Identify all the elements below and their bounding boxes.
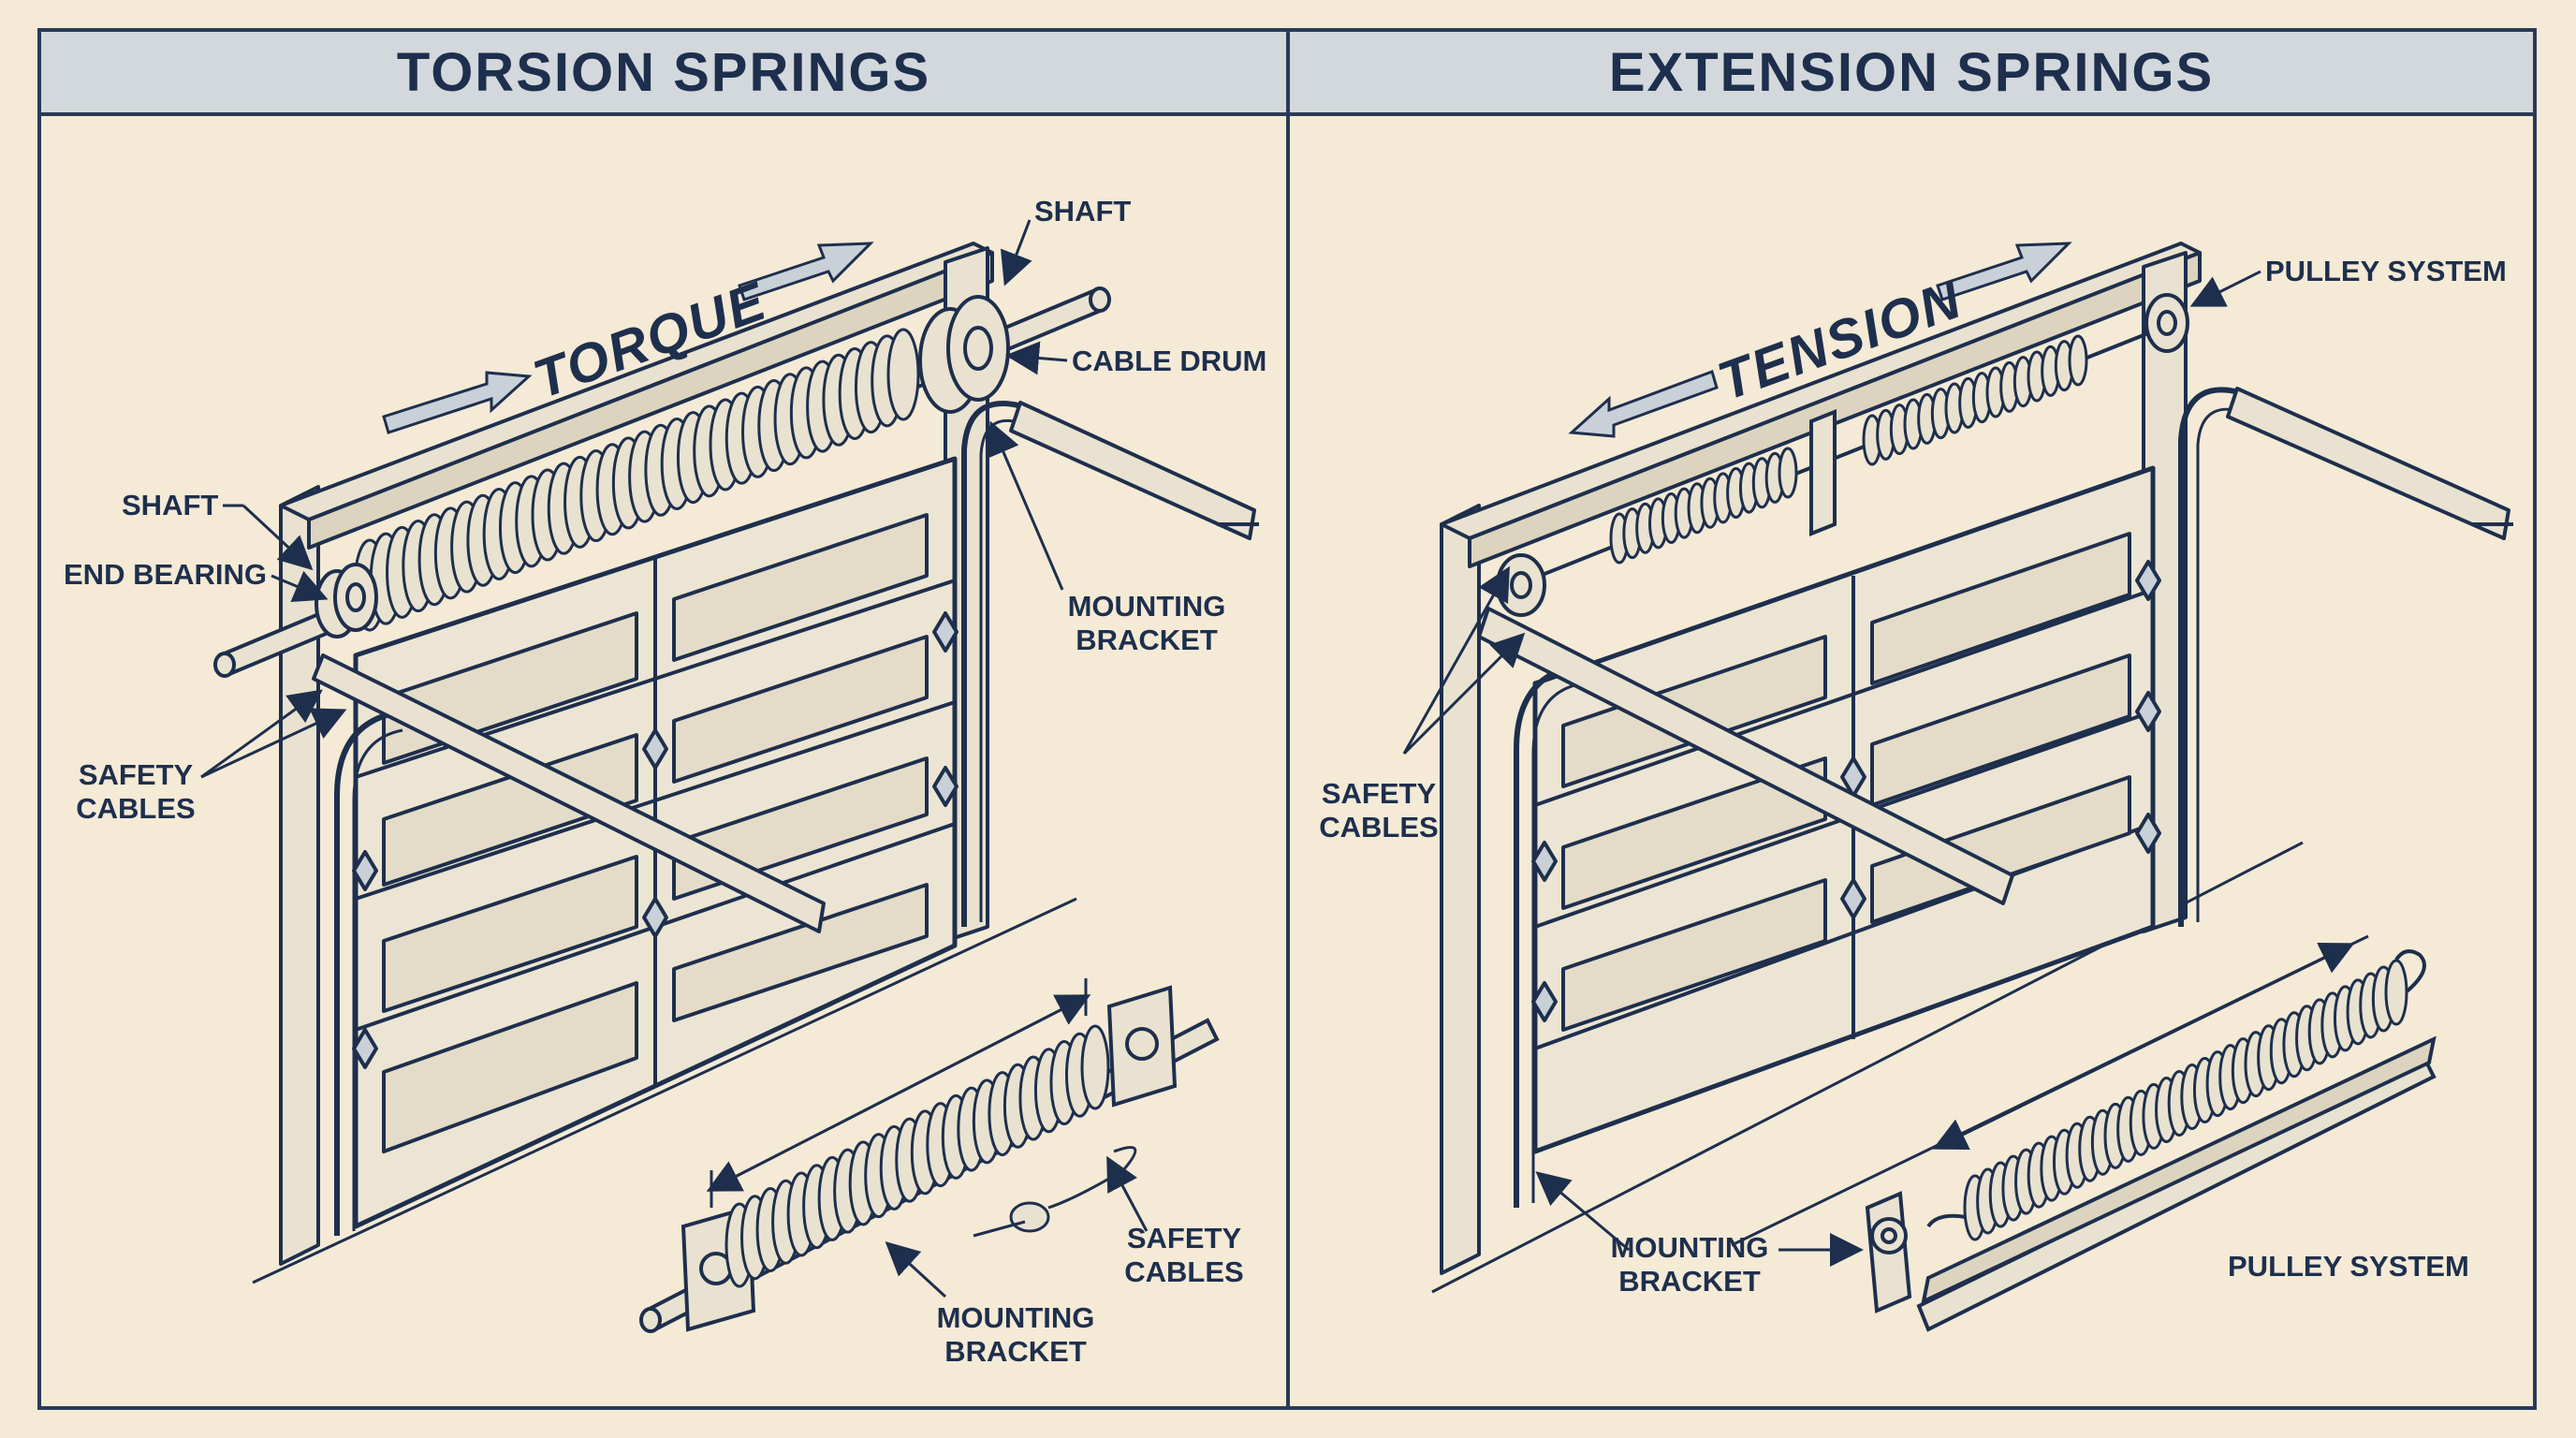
tension-arrows: [1568, 242, 2072, 438]
cable-drum: [918, 295, 1010, 414]
extension-leaders: [1402, 270, 2261, 1267]
spring-coil: [1778, 447, 1798, 499]
torsion-title-banner: TORSION SPRINGS: [41, 32, 1286, 116]
torsion-leaders: [200, 219, 1149, 1299]
label-ext-mounting-bracket: MOUNTING BRACKET: [1610, 1231, 1769, 1298]
label-pulley-system-top: PULLEY SYSTEM: [2265, 255, 2507, 287]
extension-detail-spring: [1963, 959, 2408, 1241]
torsion-detail-spring: [724, 1024, 1110, 1288]
label-pulley-system-bottom: PULLEY SYSTEM: [2228, 1250, 2469, 1283]
extension-title: EXTENSION SPRINGS: [1608, 41, 2215, 103]
torsion-spring: [353, 328, 920, 632]
spring-coil: [2384, 959, 2408, 1026]
label-detail-mounting-bracket: MOUNTING BRACKET: [936, 1301, 1095, 1368]
label-shaft-left: SHAFT: [122, 489, 219, 521]
panel-divider: [1286, 28, 1290, 1410]
label-cable-drum: CABLE DRUM: [1072, 345, 1267, 377]
label-detail-safety-cables: SAFETY CABLES: [1124, 1222, 1244, 1288]
label-shaft-top: SHAFT: [1034, 195, 1132, 227]
label-ext-safety-cables: SAFETY CABLES: [1319, 777, 1439, 844]
spring-coil: [886, 328, 920, 421]
extension-detail: [1865, 942, 2437, 1332]
torsion-title: TORSION SPRINGS: [396, 41, 931, 103]
label-mounting-bracket: MOUNTING BRACKET: [1067, 590, 1226, 656]
label-safety-cables: SAFETY CABLES: [76, 758, 196, 825]
torsion-door-assembly: [252, 242, 1259, 1284]
spring-coil: [1080, 1024, 1110, 1110]
torque-arrows: [382, 242, 874, 434]
extension-spring-top: [1609, 334, 2088, 565]
extension-title-banner: EXTENSION SPRINGS: [1290, 32, 2533, 116]
label-end-bearing: END BEARING: [64, 558, 268, 591]
end-bearing: [315, 563, 378, 638]
spring-coil: [2068, 334, 2088, 387]
